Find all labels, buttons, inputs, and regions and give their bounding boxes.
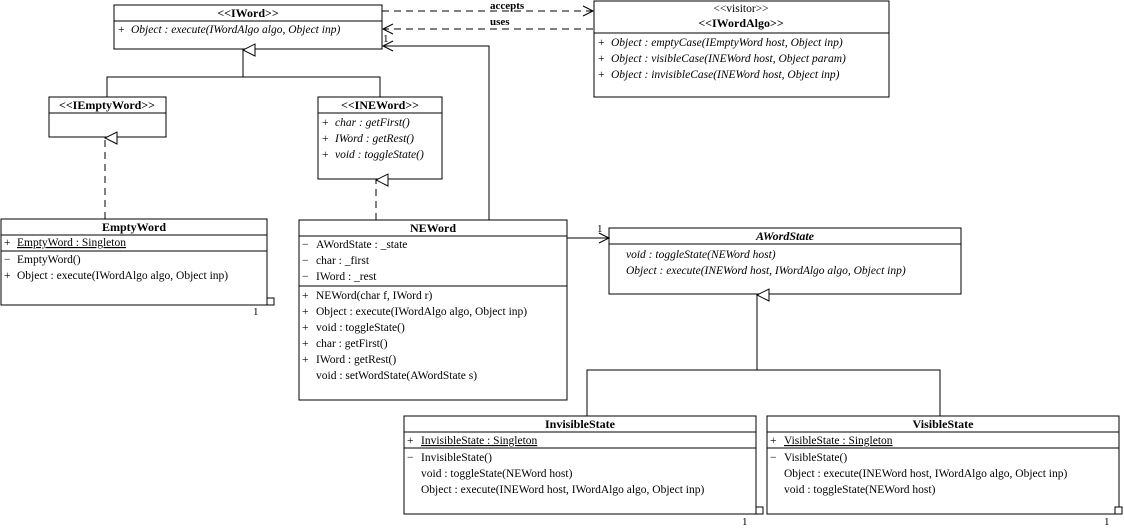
class-title: <<IEmptyWord>> (59, 98, 155, 112)
class-title: EmptyWord (102, 220, 166, 234)
plus-icon: + (770, 435, 777, 447)
stereotype-label: <<visitor>> (713, 3, 768, 15)
multiplicity-label: 1 (742, 516, 748, 528)
dependency-accepts: accepts (382, 0, 595, 17)
operation: InvisibleState() (421, 452, 492, 464)
dependency-label: accepts (490, 0, 525, 12)
plus-icon: + (302, 306, 309, 318)
attribute: VisibleState : Singleton (784, 435, 893, 447)
minus-icon: − (302, 239, 309, 251)
operation: VisibleState() (784, 452, 847, 464)
operation: NEWord(char f, IWord r) (316, 290, 432, 302)
operation: Object : invisibleCase(INEWord host, Obj… (611, 69, 840, 81)
plus-icon: + (598, 69, 605, 81)
plus-icon: + (598, 53, 605, 65)
plus-icon: + (302, 338, 309, 350)
operation: void : toggleState(NEWord host) (421, 468, 573, 480)
operation: EmptyWord() (17, 254, 81, 266)
association-rest: 1 (381, 33, 490, 220)
plus-icon: + (322, 149, 329, 161)
operation: void : toggleState(NEWord host) (784, 484, 936, 496)
attribute: IWord : _rest (316, 271, 377, 283)
operation: void : toggleState() (335, 149, 424, 161)
class-title: <<INEWord>> (341, 98, 419, 112)
generalization-awordstate (586, 295, 941, 416)
minus-icon: − (770, 452, 777, 464)
multiplicity-label: 1 (597, 223, 603, 235)
plus-icon: + (302, 290, 309, 302)
class-title: VisibleState (913, 417, 975, 431)
class-title: NEWord (410, 221, 456, 235)
operation: char : getFirst() (316, 338, 388, 350)
resize-handle-icon (755, 506, 764, 515)
multiplicity-label: 1 (383, 33, 389, 45)
class-neword[interactable]: NEWord − AWordState : _state − char : _f… (298, 219, 568, 401)
operation: IWord : getRest() (316, 354, 396, 366)
plus-icon: + (598, 37, 605, 49)
plus-icon: + (4, 270, 11, 282)
operation: Object : execute(INEWord host, IWordAlgo… (626, 265, 906, 277)
minus-icon: − (302, 271, 309, 283)
operation: void : toggleState(NEWord host) (626, 249, 776, 261)
operation: IWord : getRest() (334, 133, 414, 145)
attribute: AWordState : _state (316, 239, 407, 251)
association-state (567, 232, 611, 244)
dependency-uses: uses (381, 16, 593, 35)
operation: Object : execute(IWordAlgo algo, Object … (316, 306, 527, 318)
class-visiblestate[interactable]: VisibleState + VisibleState : Singleton … (766, 415, 1123, 528)
class-title: <<IWord>> (217, 6, 279, 20)
plus-icon: + (4, 237, 11, 249)
class-invisiblestate[interactable]: InvisibleState + InvisibleState : Single… (403, 415, 764, 528)
operation: Object : visibleCase(INEWord host, Objec… (611, 53, 846, 65)
dependency-label: uses (490, 16, 510, 28)
class-iemptyword[interactable]: <<IEmptyWord>> (48, 96, 167, 138)
class-title: AWordState (755, 229, 815, 243)
plus-icon: + (118, 24, 125, 36)
plus-icon: + (407, 435, 414, 447)
minus-icon: − (302, 255, 309, 267)
plus-icon: + (302, 354, 309, 366)
attribute: EmptyWord : Singleton (17, 237, 126, 249)
operation: void : toggleState() (316, 322, 405, 334)
multiplicity-label: 1 (253, 306, 259, 318)
operation: Object : execute(IWordAlgo algo, Object … (17, 270, 228, 282)
class-awordstate[interactable]: AWordState void : toggleState(NEWord hos… (597, 223, 962, 295)
class-iword[interactable]: <<IWord>> + Object : execute(IWordAlgo a… (113, 4, 383, 50)
operation: Object : emptyCase(IEmptyWord host, Obje… (611, 37, 843, 49)
operation: Object : execute(INEWord host, IWordAlgo… (421, 484, 704, 496)
multiplicity-label: 1 (1104, 516, 1110, 528)
attribute: InvisibleState : Singleton (421, 435, 538, 447)
minus-icon: − (407, 452, 414, 464)
resize-handle-icon (266, 297, 275, 306)
plus-icon: + (322, 117, 329, 129)
class-emptyword[interactable]: EmptyWord + EmptyWord : Singleton − Empt… (0, 218, 275, 318)
operation: Object : execute(INEWord host, IWordAlgo… (784, 468, 1067, 480)
class-title: <<IWordAlgo>> (698, 16, 784, 30)
plus-icon: + (302, 322, 309, 334)
plus-icon: + (322, 133, 329, 145)
operation: void : setWordState(AWordState s) (316, 370, 477, 382)
attribute: char : _first (316, 255, 370, 267)
minus-icon: − (4, 254, 11, 266)
class-ineword[interactable]: <<INEWord>> + char : getFirst() + IWord … (317, 96, 443, 180)
class-title: InvisibleState (545, 417, 616, 431)
resize-handle-icon (1114, 506, 1123, 515)
class-iwordalgo[interactable]: <<visitor>> <<IWordAlgo>> + Object : emp… (593, 0, 890, 98)
operation: Object : execute(IWordAlgo algo, Object … (131, 24, 340, 36)
operation: char : getFirst() (335, 117, 410, 129)
generalization-iword (106, 50, 381, 97)
